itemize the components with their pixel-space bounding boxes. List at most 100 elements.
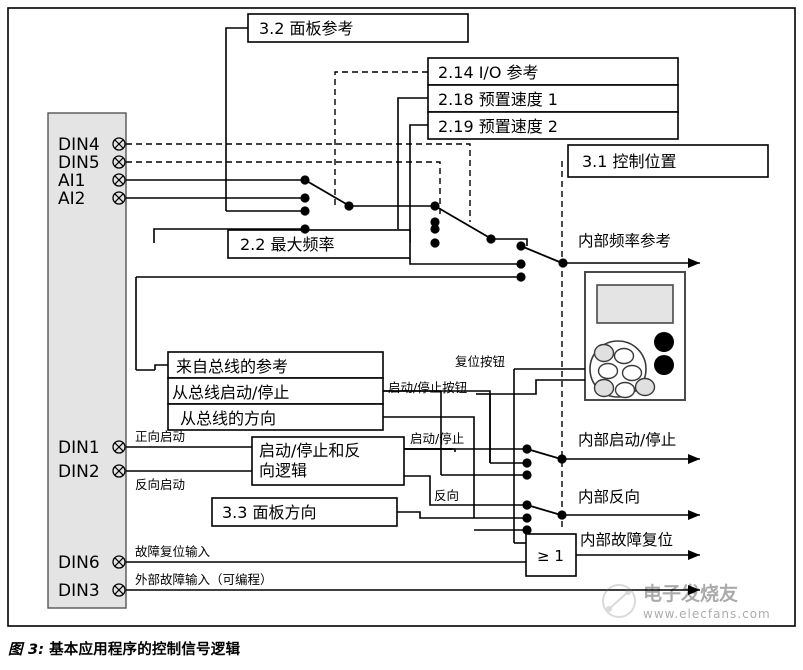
- param-box-2-2-label: 2.2 最大频率: [240, 235, 335, 254]
- terminal-din2: DIN2: [58, 462, 126, 482]
- terminal-ai1: AI1: [58, 171, 126, 191]
- selector-switch-internal-frequency[interactable]: [516, 241, 568, 282]
- output-label: 内部故障复位: [580, 531, 673, 549]
- terminal-din3: DIN3: [58, 581, 126, 601]
- wire-label-start-stop: 启动/停止: [410, 431, 464, 446]
- terminal-din6: DIN6: [58, 553, 126, 573]
- selector-switch-reference-place[interactable]: [430, 201, 496, 248]
- fieldbus-box-reference-label: 来自总线的参考: [176, 357, 288, 376]
- param-box-2-14-label: 2.14 I/O 参考: [438, 63, 539, 82]
- wire-3-3-to-reverse-sel: [397, 511, 526, 519]
- wire-2-2-to-sel3: [409, 258, 520, 265]
- keypad-button-bottom-right[interactable]: [634, 377, 656, 397]
- wire-sel2-to-sel3: [491, 238, 528, 246]
- param-box-2-18[interactable]: [427, 84, 679, 113]
- output-internal-startstop: 内部启动/停止: [562, 431, 700, 464]
- contact-din4: [430, 217, 440, 227]
- fieldbus-box-startstop-label: 从总线启动/停止: [172, 383, 289, 402]
- wire-label-reverse: 反向: [434, 488, 459, 503]
- terminal-din1: DIN1: [58, 438, 126, 458]
- keypad-display: [596, 284, 674, 324]
- param-box-2-18-label: 2.18 预置速度 1: [438, 90, 558, 109]
- keypad-button-up[interactable]: [613, 347, 635, 365]
- terminal-symbol-icon: [112, 555, 126, 569]
- contact-preset-2: [430, 238, 440, 248]
- fieldbus-box-direction-label: 从总线的方向: [180, 409, 276, 428]
- param-box-2-19[interactable]: [427, 111, 679, 140]
- logic-block-startstop-reverse[interactable]: [251, 436, 405, 486]
- wire-logic-reverse-out: [404, 475, 526, 506]
- figure-caption-text: 基本应用程序的控制信号逻辑: [49, 642, 241, 658]
- contact-fieldbus: [516, 272, 526, 282]
- keypad-button-bottom-left[interactable]: [593, 378, 615, 398]
- param-box-3-3-label: 3.3 面板方向: [222, 503, 317, 522]
- switch-blade: [520, 245, 563, 264]
- switch-blade: [526, 448, 562, 460]
- wire-din4-dashed: [126, 143, 471, 222]
- wire-din5-dashed: [126, 161, 441, 214]
- terminal-symbol-icon: [112, 583, 126, 597]
- wire-fb-direction: [383, 416, 475, 518]
- watermark-brand: 电子发烧友: [643, 582, 738, 605]
- param-box-3-1[interactable]: [567, 144, 769, 178]
- param-box-3-2-label: 3.2 面板参考: [259, 19, 354, 38]
- wire-2-19-to-selector: [409, 124, 428, 243]
- terminal-symbol-icon: [112, 173, 126, 187]
- terminal-din5: DIN5: [58, 153, 126, 173]
- or-gate[interactable]: [525, 533, 577, 577]
- param-box-3-2[interactable]: [247, 13, 469, 43]
- terminal-label: AI2: [58, 189, 85, 209]
- contact-keypad-startstop: [522, 458, 532, 468]
- contact-fieldbus-ref: [300, 224, 310, 234]
- wire-fieldbus-ref-hook: [154, 364, 168, 370]
- switch-blade: [526, 504, 562, 516]
- terminal-label: DIN4: [58, 135, 100, 155]
- control-keypad[interactable]: [584, 271, 686, 401]
- arrowhead-icon: [688, 585, 700, 595]
- figure-number: 图 3:: [8, 642, 45, 658]
- output-label: 内部频率参考: [578, 232, 671, 250]
- selector-switch-internal-startstop[interactable]: [522, 444, 567, 480]
- keypad-button-top-left[interactable]: [593, 343, 615, 363]
- contact-fieldbus-startstop: [522, 470, 532, 480]
- terminal-label: DIN1: [58, 438, 100, 458]
- watermark-logo-icon: [602, 584, 636, 618]
- selector-switch-internal-reverse[interactable]: [522, 500, 567, 535]
- contact-panel-direction: [522, 513, 532, 523]
- wire-2-18-to-selector: [397, 97, 428, 229]
- output-internal-reverse: 内部反向: [562, 488, 700, 520]
- wire-label-reset-button: 复位按钮: [455, 354, 505, 369]
- terminal-label: AI1: [58, 171, 85, 191]
- contact-max-freq: [516, 259, 526, 269]
- terminal-symbol-icon: [112, 137, 126, 151]
- terminal-ai2: AI2: [58, 189, 126, 209]
- fieldbus-box-direction[interactable]: [167, 403, 384, 431]
- param-box-2-2[interactable]: [227, 229, 411, 259]
- wire-label-reverse-run: 反向启动: [135, 477, 185, 492]
- param-box-2-14[interactable]: [427, 57, 679, 86]
- wire-keypad-startstop: [490, 379, 585, 395]
- switch-blade: [304, 179, 349, 206]
- keypad-button-right[interactable]: [621, 364, 643, 382]
- param-box-3-3[interactable]: [211, 497, 398, 527]
- arrowhead-icon: [688, 510, 700, 520]
- contact-fieldbus-direction: [522, 525, 532, 535]
- terminal-din4: DIN4: [58, 135, 126, 155]
- terminal-label: DIN3: [58, 581, 100, 601]
- output-label: 内部启动/停止: [578, 431, 676, 449]
- watermark: 电子发烧友 www.elecfans.com: [602, 582, 770, 621]
- contact-ai2: [300, 193, 310, 203]
- wire-label-fault-reset-input: 故障复位输入: [135, 544, 211, 559]
- contact-panel-ref: [300, 206, 310, 216]
- keypad-button-start[interactable]: [654, 332, 674, 352]
- keypad-button-left[interactable]: [597, 362, 619, 380]
- terminal-label: DIN2: [58, 462, 100, 482]
- arrowhead-icon: [688, 550, 700, 560]
- terminal-symbol-icon: [112, 155, 126, 169]
- terminal-label: DIN6: [58, 553, 100, 573]
- param-box-2-19-label: 2.19 预置速度 2: [438, 117, 558, 136]
- keypad-button-stop[interactable]: [654, 355, 674, 375]
- wire-io-ref-dashed: [334, 71, 428, 205]
- arrowhead-icon: [688, 258, 700, 268]
- keypad-button-down[interactable]: [614, 381, 636, 399]
